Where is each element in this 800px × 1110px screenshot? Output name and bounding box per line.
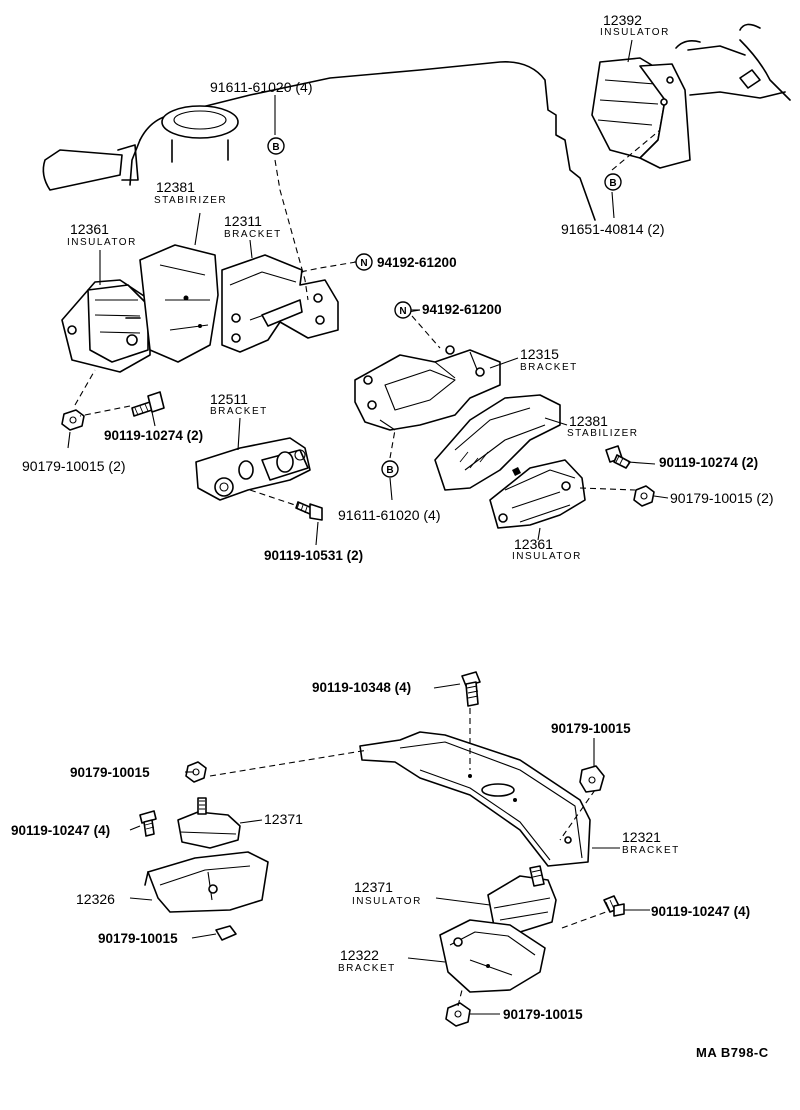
label-nut-90179-10015-left-bottom: 90179-10015 [98,931,178,946]
drawing-code: MA B798-C [696,1045,769,1060]
label-insulator-12361-name: INSULATOR [67,237,137,248]
leader-lines [67,39,669,1015]
bolt-90119-10531 [295,501,323,521]
label-bolt-91651-40814: 91651-40814 (2) [561,221,665,237]
label-insulator-12371-left: 12371 [264,811,303,827]
label-bolt-91611-61020-top: 91611-61020 (4) [210,79,313,95]
bolt-90119-10247-lower-right [603,895,625,917]
label-insulator-12361-right-number: 12361 [514,536,553,552]
bracket-12315 [354,345,501,431]
label-stabilizer-12381-right-name: STABILIZER [567,428,639,439]
svg-text:B: B [609,178,616,189]
bolt-90119-10274-right [605,445,631,469]
stabilizer-12381-right [434,394,561,491]
label-bolt-90119-10348: 90119-10348 (4) [312,680,412,695]
engine-outline [42,61,596,221]
marker-b-center: B [381,460,399,478]
insulator-12361-left [61,279,151,373]
label-insulator-12392-number: 12392 [603,12,642,28]
label-bracket-12322-number: 12322 [340,947,379,963]
svg-text:B: B [386,465,393,476]
label-nut-90179-10015-bottom: 90179-10015 [503,1007,583,1022]
label-crossmember-12321-number: 12321 [622,829,661,845]
nut-90179-10015-lower-right [579,765,605,793]
label-bracket-12311-number: 12311 [224,213,262,229]
bracket-12326 [144,851,269,913]
svg-text:N: N [360,258,367,269]
label-bracket-12311-name: BRACKET [224,229,282,240]
marker-b-upper-left: B [267,137,285,155]
label-bolt-90119-10274-left: 90119-10274 (2) [104,428,204,443]
nut-90179-10015-lower-bottom [445,1002,471,1027]
label-bolt-90119-10247-left: 90119-10247 (4) [11,823,111,838]
label-bracket-12322-name: BRACKET [338,963,396,974]
insulator-12371-left [177,797,241,849]
stabilizer-12381-left [139,244,219,363]
bolt-90119-10247-lower-left [139,810,157,837]
nut-90179-10015-left [61,409,85,431]
label-insulator-12361-number: 12361 [70,221,109,237]
nut-90179-10015-right [633,485,655,507]
marker-n-upper-left: N [355,253,373,271]
label-bolt-90119-10274-right: 90119-10274 (2) [659,455,759,470]
label-nut-90179-10015-left: 90179-10015 [70,765,150,780]
label-nut-90179-10015-right: 90179-10015 (2) [670,490,774,506]
marker-n-upper-right: N [394,301,412,319]
label-bracket-12511-number: 12511 [210,391,248,407]
label-stabilizer-12381-name: STABIRIZER [154,195,228,206]
label-bolt-90119-10531: 90119-10531 (2) [264,548,364,563]
bracket-12322 [439,919,546,993]
label-crossmember-12321-name: BRACKET [622,845,680,856]
crossmember-12321 [359,731,591,867]
label-bracket-12315-number: 12315 [520,346,559,362]
label-insulator-12371-right-name: INSULATOR [352,896,422,907]
label-nut-90179-10015-left: 90179-10015 (2) [22,458,126,474]
insulator-12392 [591,23,791,169]
label-insulator-12371-right-number: 12371 [354,879,393,895]
label-insulator-12392-name: INSULATOR [600,27,670,38]
svg-text:N: N [399,306,406,317]
bracket-12311-left [221,254,339,353]
bracket-12511 [195,437,311,501]
nut-90179-10015-lower-left-bottom [215,925,237,941]
label-stabilizer-12381-number: 12381 [156,179,195,195]
insulator-12361-right [489,459,586,529]
insulator-12371-right [487,865,557,933]
label-nut-94192-61200-left: 94192-61200 [377,255,457,270]
svg-text:B: B [272,142,279,153]
label-bracket-12326: 12326 [76,891,115,907]
label-bracket-12511-name: BRACKET [210,406,268,417]
label-insulator-12361-right-name: INSULATOR [512,551,582,562]
label-nut-94192-61200-right: 94192-61200 [422,302,502,317]
label-bolt-91611-61020-center: 91611-61020 (4) [338,507,441,523]
bolt-90119-10348 [461,671,481,707]
label-nut-90179-10015-top: 90179-10015 [551,721,631,736]
label-stabilizer-12381-right-number: 12381 [569,413,608,429]
label-bracket-12315-name: BRACKET [520,362,578,373]
label-bolt-90119-10247-right: 90119-10247 (4) [651,904,751,919]
bolt-90119-10274-left [131,391,165,417]
marker-b-upper-right: B [604,173,622,191]
